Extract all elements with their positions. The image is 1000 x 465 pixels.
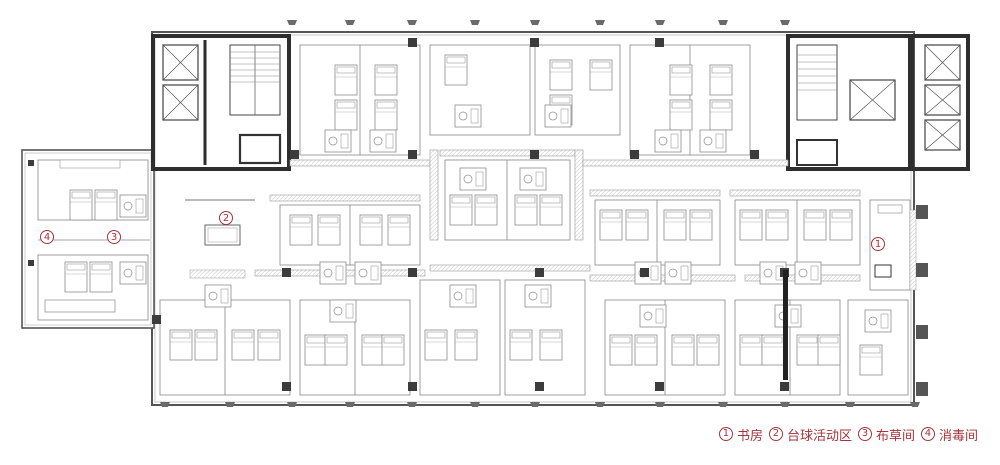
legend: 1 书房 2 台球活动区 3 布草间 4 消毒间 xyxy=(718,424,978,444)
legend-label-3: 布草间 xyxy=(875,428,915,444)
rooms-top xyxy=(299,44,751,156)
pillars xyxy=(28,38,789,391)
legend-label-4: 消毒间 xyxy=(938,428,978,444)
legend-num-1: 1 xyxy=(718,427,733,441)
room-marker-4: 4 xyxy=(40,230,54,244)
rooms-middle-right xyxy=(594,199,861,285)
room-marker-2: 2 xyxy=(219,211,233,225)
room-marker-1: 1 xyxy=(871,237,885,251)
study-room xyxy=(869,199,917,291)
core-left xyxy=(151,34,291,171)
legend-item-3: 3 布草间 xyxy=(857,425,915,444)
billiard-area xyxy=(185,199,255,279)
rooms-center xyxy=(444,159,571,241)
legend-item-4: 4 消毒间 xyxy=(920,425,978,444)
legend-num-3: 3 xyxy=(857,427,872,441)
legend-label-1: 书房 xyxy=(736,428,763,444)
legend-label-2: 台球活动区 xyxy=(786,428,852,444)
facade-window-clips xyxy=(160,20,928,407)
room-marker-3: 3 xyxy=(107,230,121,244)
legend-num-4: 4 xyxy=(920,427,935,441)
core-right xyxy=(786,34,970,171)
legend-item-2: 2 台球活动区 xyxy=(768,425,852,444)
left-wing-rooms xyxy=(37,159,150,321)
rooms-bottom xyxy=(159,279,909,396)
rooms-middle-left xyxy=(279,204,421,285)
legend-item-1: 1 书房 xyxy=(718,425,763,444)
legend-num-2: 2 xyxy=(768,427,783,441)
